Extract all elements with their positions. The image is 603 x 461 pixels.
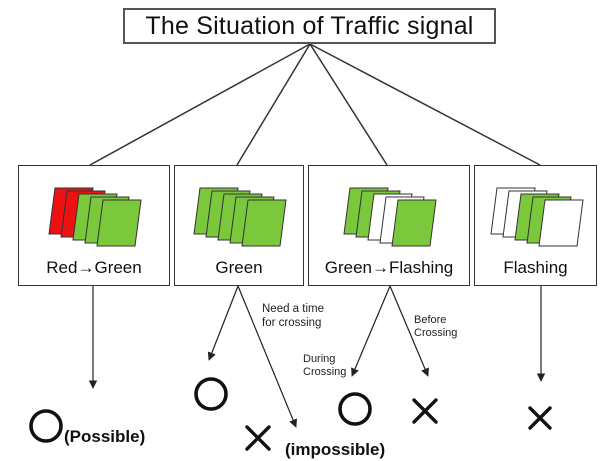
cross-symbol-flashing [528,406,552,430]
signal-card-green [241,199,287,247]
signal-cards [490,187,584,247]
arrow-before-crossing [389,285,429,377]
state-label-red-green: Red→Green [46,258,142,277]
signal-cards [48,187,142,247]
circle-symbol-green [194,377,228,411]
possible-label: (Possible) [64,427,146,446]
circle-symbol-during [338,392,372,426]
signal-cards [193,187,287,247]
arrow-green-impossible [237,285,298,428]
impossible-label: (impossible) [285,440,386,459]
signal-card-white [538,199,584,247]
cross-symbol-before [412,398,438,424]
signal-card-green [391,199,437,247]
branch-line-green-flashing [309,43,388,166]
state-label-green-flashing: Green→Flashing [324,258,454,277]
cross-symbol-impossible [245,425,271,451]
circle-symbol-possible [29,409,63,443]
state-box-red-green: Red→Green [18,165,170,286]
signal-cards [343,187,437,247]
branch-line-flashing [309,43,541,166]
signal-card-green [96,199,142,247]
state-box-flashing: Flashing [474,165,597,286]
state-label-green: Green [215,258,263,277]
diagram-title: The Situation of Traffic signal [123,8,496,44]
state-label-flashing: Flashing [503,258,568,277]
arrow-green-possible [207,285,239,361]
arrow-during-crossing [351,285,391,377]
state-box-green: Green [174,165,304,286]
branch-line-red-green [89,43,311,166]
state-box-green-flashing: Green→Flashing [308,165,470,286]
branch-line-green [236,43,311,166]
